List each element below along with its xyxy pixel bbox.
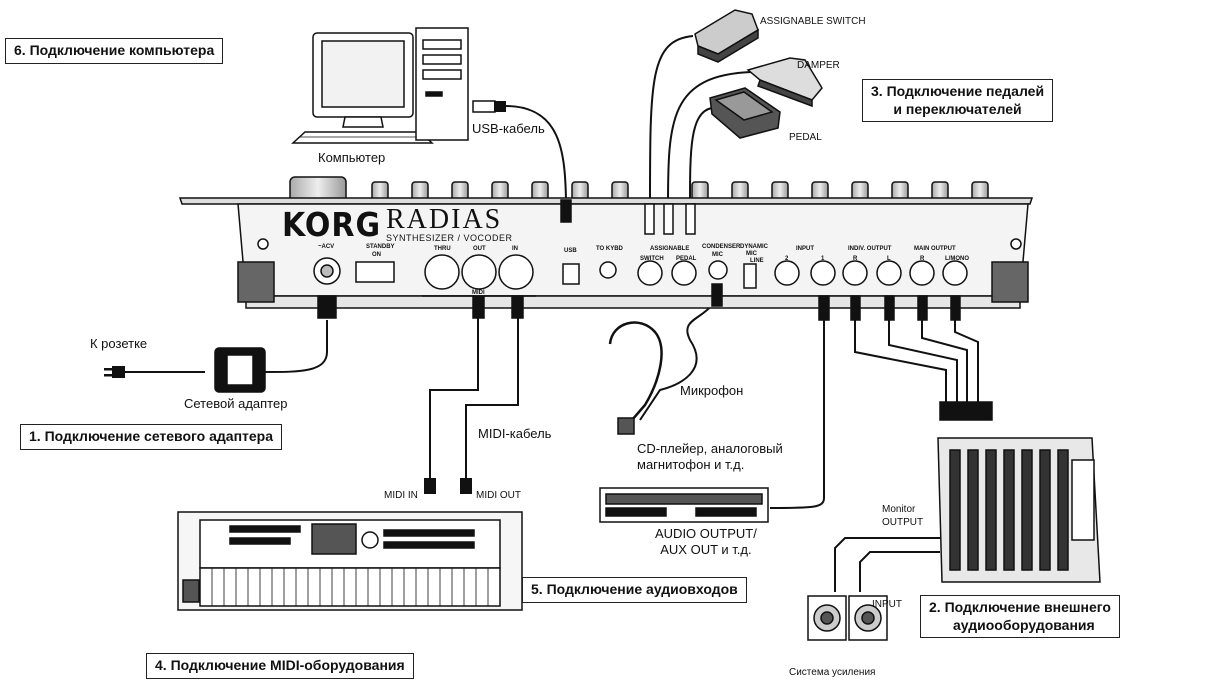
section-pedals-line2: и переключателей [893, 100, 1022, 117]
jack-on-label: ON [372, 252, 381, 258]
jack-in-label: IN [512, 246, 518, 252]
jack-input-label: INPUT [796, 246, 814, 252]
jack-midi-label: MIDI [472, 290, 485, 296]
computer-illustration [291, 27, 469, 144]
jack-main-r-label: R [920, 256, 925, 262]
pedal-cable [689, 107, 713, 206]
jack-mic-label: MIC [712, 252, 723, 258]
output-cable-3 [921, 320, 968, 405]
cables [125, 35, 979, 592]
label-monitor-output: Monitor OUTPUT [882, 504, 923, 529]
label-cd-line1: CD-плейер, аналоговый [637, 441, 783, 456]
korg-logo: KORG [282, 206, 382, 245]
midi-plugs [424, 478, 472, 494]
jack-acv-label: ~ACV [318, 244, 335, 250]
microphone-icon [608, 321, 663, 435]
label-midi-out: MIDI OUT [476, 490, 521, 501]
jack-line-label: LINE [750, 258, 764, 264]
panel-subtitle: SYNTHESIZER / VOCODER [386, 233, 513, 243]
monitor-cable-2 [859, 551, 940, 592]
jack-indiv-output-label: INDIV. OUTPUT [848, 246, 892, 252]
jack-in1-label: 1 [821, 256, 825, 262]
label-monitor-line2: OUTPUT [882, 516, 924, 528]
section-audio-out: 2. Подключение внешнего аудиооборудовани… [920, 595, 1120, 638]
section-pedals-line1: 3. Подключение педалей [871, 83, 1045, 99]
ac-adapter-icon [214, 347, 266, 393]
label-midi-in: MIDI IN [384, 490, 418, 501]
label-midi-cable: MIDI-кабель [478, 426, 552, 441]
label-input: INPUT [872, 599, 902, 610]
monitor-cable-1 [834, 537, 940, 592]
usb-plug-icon [472, 100, 506, 113]
jack-to-kybd-label: TO KYBD [596, 246, 623, 252]
midi-cable-2 [465, 318, 519, 485]
label-cd-player: CD-плейер, аналоговый магнитофон и т.д. [637, 441, 783, 472]
expression-pedal-icon [709, 87, 781, 139]
jack-switch-label: SWITCH [640, 256, 664, 262]
midi-cable-1 [429, 318, 479, 485]
output-cable-4 [954, 320, 979, 405]
output-cable-2 [888, 320, 958, 405]
damper-pedal-icon [746, 57, 823, 108]
label-assignable-switch: ASSIGNABLE SWITCH [760, 16, 866, 27]
jack-assignable-label: ASSIGNABLE [650, 246, 690, 252]
jack-out-label: OUT [473, 246, 486, 252]
label-audio-output-line1: AUDIO OUTPUT/ [655, 526, 757, 541]
section-computer: 6. Подключение компьютера [5, 38, 224, 64]
section-audio-in: 5. Подключение аудиовходов [522, 577, 747, 603]
label-adapter: Сетевой адаптер [184, 396, 288, 411]
jack-main-output-label: MAIN OUTPUT [914, 246, 956, 252]
power-cord [264, 320, 328, 373]
plug-icon [104, 366, 125, 378]
label-microphone: Микрофон [680, 383, 744, 398]
assignable-switch-icon [694, 9, 759, 63]
jack-usb-label: USB [564, 248, 577, 254]
jack-pedal-label: PEDAL [676, 256, 697, 262]
label-pedal: PEDAL [789, 132, 822, 143]
jack-thru-label: THRU [434, 246, 451, 252]
audio-input-cable [769, 320, 825, 509]
label-amp-system: Система усиления [789, 667, 876, 678]
usb-cable [504, 105, 567, 201]
section-audio-out-line1: 2. Подключение внешнего [929, 599, 1111, 615]
label-usb-cable: USB-кабель [472, 121, 545, 136]
jack-indiv-l-label: L [887, 256, 891, 262]
label-cd-line2: магнитофон и т.д. [637, 456, 745, 472]
jack-dynamic-label: DYNAMIC [740, 244, 768, 250]
jack-condenser-label: CONDENSER [702, 244, 741, 250]
mic-cable [639, 304, 713, 421]
section-power: 1. Подключение сетевого адаптера [20, 424, 283, 450]
label-monitor-line1: Monitor [882, 504, 916, 515]
mixer-icon [937, 401, 1101, 583]
cd-player-icon [599, 487, 769, 523]
speakers-icon [807, 595, 888, 641]
synth-rear-panel [178, 176, 1034, 321]
jack-standby-label: STANDBY [366, 244, 395, 250]
assignable-switch-cable [649, 35, 694, 206]
radias-logo: RADIAS [386, 204, 503, 235]
label-audio-output: AUDIO OUTPUT/ AUX OUT и т.д. [655, 526, 757, 557]
output-cable-1 [854, 320, 947, 405]
jack-dmic-label: MIC [746, 251, 757, 257]
section-midi: 4. Подключение MIDI-оборудования [146, 653, 414, 679]
label-outlet: К розетке [90, 336, 148, 351]
jack-in2-label: 2 [785, 256, 789, 262]
section-pedals: 3. Подключение педалей и переключателей [862, 79, 1054, 122]
jack-indiv-r-label: R [853, 256, 858, 262]
damper-cable [667, 71, 753, 206]
section-audio-out-line2: аудиооборудования [953, 616, 1095, 633]
jack-lmono-label: L/MONO [945, 256, 969, 262]
label-audio-output-line2: AUX OUT и т.д. [660, 541, 752, 557]
keyboard-icon [177, 511, 523, 611]
label-computer: Компьютер [318, 150, 386, 165]
label-damper: DAMPER [797, 60, 840, 71]
